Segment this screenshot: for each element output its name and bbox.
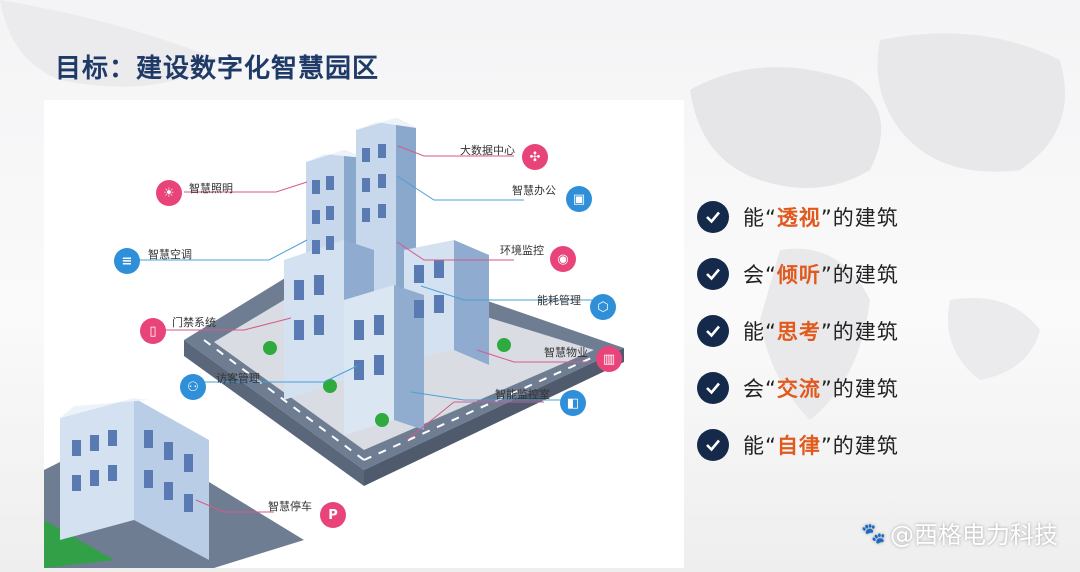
bulb-icon: ☀ [156, 180, 182, 206]
feature-highlight: 透视 [776, 205, 821, 230]
feature-highlight: 交流 [776, 376, 821, 401]
check-icon [697, 200, 729, 233]
page-title: 目标：建设数字化智慧园区 [55, 54, 380, 84]
briefcase-icon: ▣ [566, 186, 592, 212]
feature-highlight: 思考 [776, 319, 821, 344]
feature-highlight: 倾听 [776, 262, 821, 287]
camera-icon: ◧ [560, 390, 586, 416]
smart-park-illustration: 大数据中心 ✣ 智慧办公 ▣ 环境监控 ◉ 能耗管理 ⬡ 智慧物业 ▥ 智能监控… [44, 100, 684, 568]
label-env-monitoring: 环境监控 [500, 244, 544, 257]
watermark: 🐾 @西格电力科技 [861, 515, 1058, 550]
label-smart-office: 智慧办公 [512, 184, 556, 197]
check-icon [697, 314, 729, 347]
feature-suffix: ”的建筑 [820, 205, 899, 230]
label-smart-property: 智慧物业 [544, 346, 588, 359]
location-icon: ◉ [550, 246, 576, 272]
feature-prefix: 能“ [743, 433, 777, 458]
label-smart-lighting: 智慧照明 [189, 182, 233, 195]
ac-icon: ≡ [114, 248, 140, 274]
label-smart-ac: 智慧空调 [148, 248, 192, 261]
watermark-text: @西格电力科技 [890, 521, 1058, 549]
check-icon [697, 428, 729, 461]
check-icon [697, 371, 729, 404]
feature-highlight: 自律 [776, 433, 821, 458]
feature-prefix: 能“ [743, 319, 777, 344]
feature-prefix: 会“ [743, 262, 777, 287]
feature-suffix: ”的建筑 [820, 262, 899, 287]
label-smart-monitor-room: 智能监控室 [495, 388, 550, 401]
feature-suffix: ”的建筑 [820, 376, 899, 401]
feature-item: 会“交流”的建筑 [697, 359, 899, 416]
parking-icon: P [320, 502, 346, 528]
people-icon: ⚇ [180, 374, 206, 400]
feature-item: 能“思考”的建筑 [697, 302, 899, 359]
building-icon: ▥ [596, 346, 622, 372]
label-visitor-management: 访客管理 [216, 372, 260, 385]
feature-item: 会“倾听”的建筑 [697, 245, 899, 302]
paw-icon: 🐾 [861, 520, 886, 545]
feature-suffix: ”的建筑 [820, 319, 899, 344]
label-energy-management: 能耗管理 [537, 294, 581, 307]
feature-item: 能“透视”的建筑 [697, 188, 899, 245]
feature-list: 能“透视”的建筑 会“倾听”的建筑 能“思考”的建筑 会“交流”的建筑 能“自律… [697, 188, 899, 473]
isometric-city [44, 118, 624, 568]
network-icon: ✣ [522, 144, 548, 170]
hexagon-icon: ⬡ [590, 294, 616, 320]
feature-item: 能“自律”的建筑 [697, 416, 899, 473]
label-access-control: 门禁系统 [172, 316, 216, 329]
label-smart-parking: 智慧停车 [268, 500, 312, 513]
feature-prefix: 会“ [743, 376, 777, 401]
label-big-data-center: 大数据中心 [460, 144, 515, 157]
check-icon [697, 257, 729, 290]
feature-suffix: ”的建筑 [820, 433, 899, 458]
door-icon: ▯ [140, 318, 166, 344]
feature-prefix: 能“ [743, 205, 777, 230]
